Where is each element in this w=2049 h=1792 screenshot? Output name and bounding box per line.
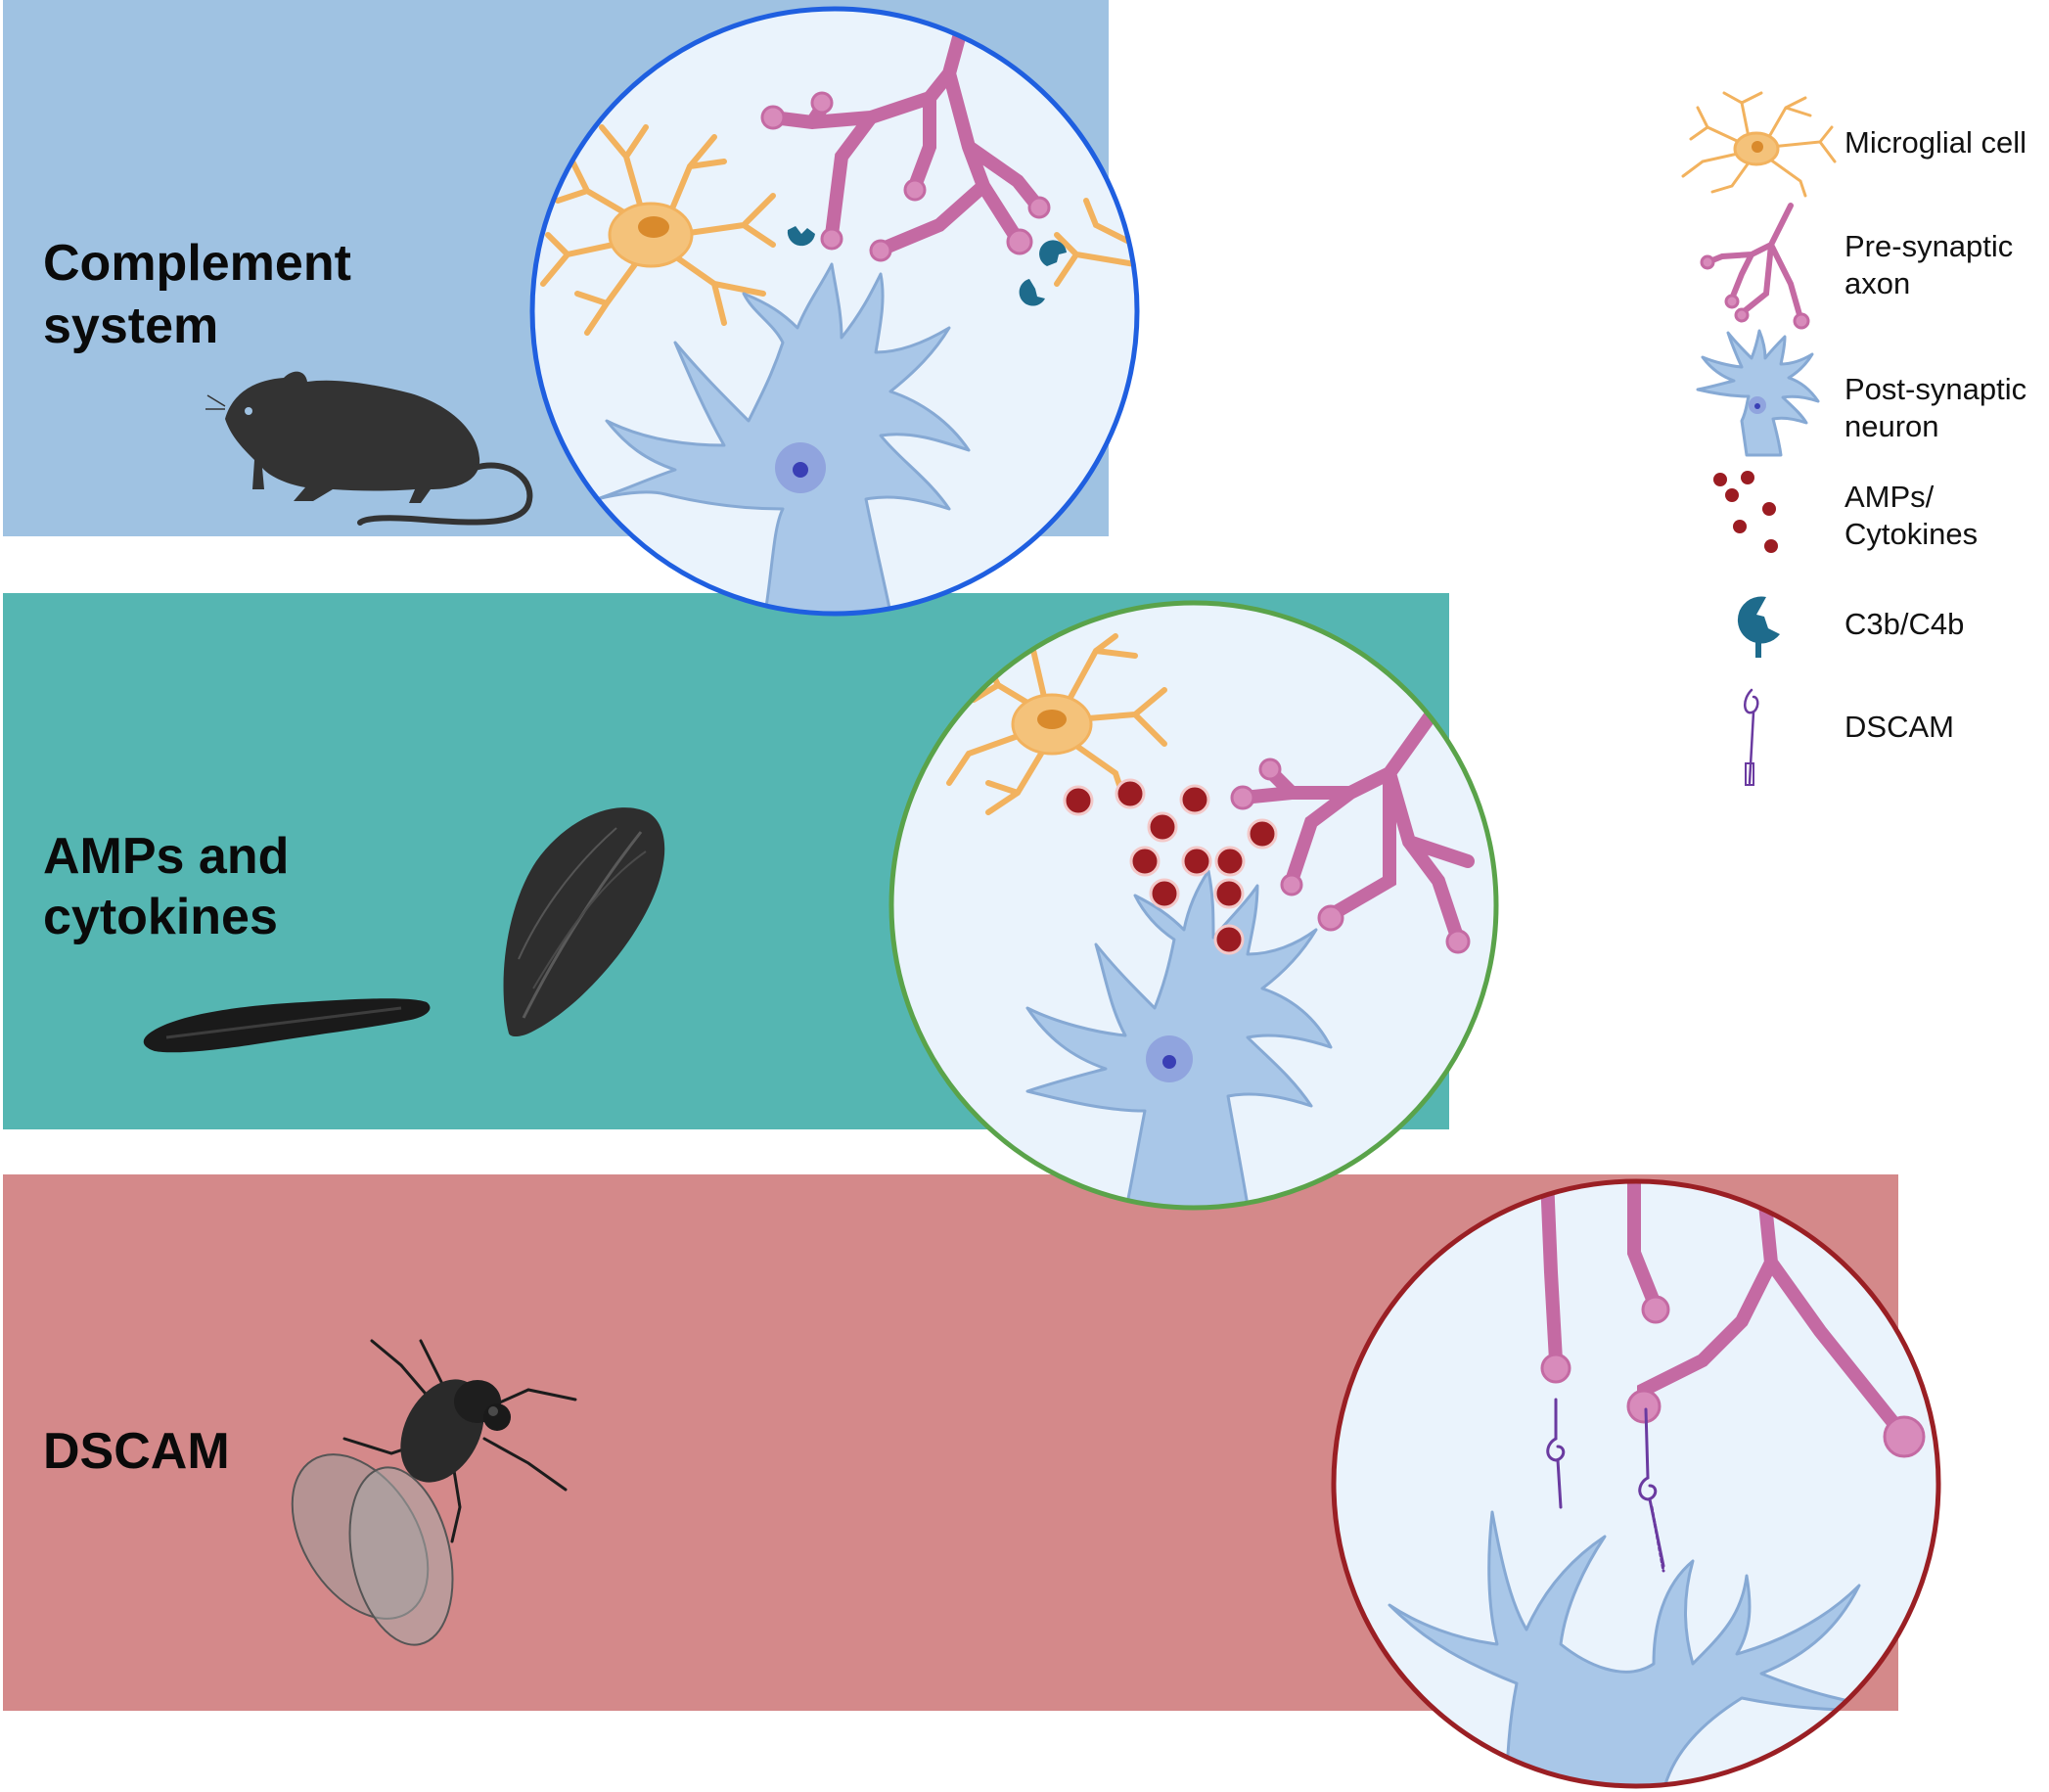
legend-line: axon — [1844, 266, 1910, 300]
legend-line: DSCAM — [1844, 710, 1954, 744]
mussel-icon — [503, 807, 665, 1036]
legend-line: C3b/C4b — [1844, 607, 1964, 641]
pre-synaptic-axon — [766, 13, 1044, 256]
legend-line: AMPs/ — [1844, 480, 1935, 514]
panel-amps-title: AMPs and cytokines — [43, 828, 303, 945]
legend-line: Post-synaptic — [1844, 372, 2026, 406]
legend-icon-pre-synaptic-axon — [1705, 203, 1803, 321]
legend-line: Cytokines — [1844, 517, 1978, 551]
magnifier-ring-complement — [529, 6, 1140, 617]
legend-label-amps-cytokines: AMPs/ Cytokines — [1844, 480, 1978, 551]
microglial-cell-partial — [1054, 198, 1137, 287]
microglia-nucleus — [1037, 710, 1067, 729]
legend-icon-c3b-c4b — [1737, 596, 1780, 658]
panel-dscam-title: DSCAM — [43, 1423, 230, 1480]
title-line: Complement — [43, 235, 351, 292]
legend-icon-microglial-cell — [1681, 91, 1837, 198]
legend-line: Microglial cell — [1844, 125, 2026, 160]
title-line: AMPs and — [43, 828, 289, 885]
legend-label-c3b-c4b: C3b/C4b — [1844, 607, 1964, 641]
title-line: cytokines — [43, 889, 278, 945]
legend-icon-post-synaptic-neuron — [1696, 329, 1820, 457]
pre-synaptic-axon — [1236, 698, 1475, 946]
post-synaptic-neuron — [1388, 1510, 1890, 1786]
mouse-icon — [205, 371, 533, 526]
microglia-nucleus — [638, 216, 669, 238]
amps-cytokines — [1063, 778, 1278, 955]
neuron-nucleolus — [1162, 1055, 1176, 1069]
title-line: DSCAM — [43, 1423, 230, 1480]
magnifier-ring-amps — [888, 600, 1499, 1211]
legend-microglia-nucleus — [1752, 141, 1763, 153]
legend: Microglial cell Pre-synaptic axon Post-s… — [1681, 91, 2035, 786]
magnifier-ring-dscam — [1331, 1178, 1941, 1789]
legend-icon-amps-cytokines — [1713, 471, 1778, 553]
neuron-nucleolus — [793, 462, 808, 478]
fly-icon — [291, 1339, 577, 1646]
panel-complement-title: Complement system — [43, 235, 365, 354]
legend-label-post-synaptic-neuron: Post-synaptic neuron — [1844, 372, 2035, 443]
pre-synaptic-axon — [1539, 1181, 1905, 1436]
microglial-cell — [540, 124, 776, 336]
legend-label-dscam: DSCAM — [1844, 710, 1954, 744]
c3b-c4b-molecule — [787, 226, 1067, 306]
legend-neuron-nucleolus — [1754, 403, 1760, 409]
legend-line: neuron — [1844, 409, 1939, 443]
legend-label-pre-synaptic-axon: Pre-synaptic axon — [1844, 229, 2022, 300]
title-line: system — [43, 298, 218, 354]
legend-line: Pre-synaptic — [1844, 229, 2013, 263]
dscam-molecule — [1546, 1398, 1665, 1573]
legend-label-microglial-cell: Microglial cell — [1844, 125, 2026, 160]
legend-icon-dscam — [1744, 688, 1759, 786]
leech-icon — [143, 998, 431, 1053]
